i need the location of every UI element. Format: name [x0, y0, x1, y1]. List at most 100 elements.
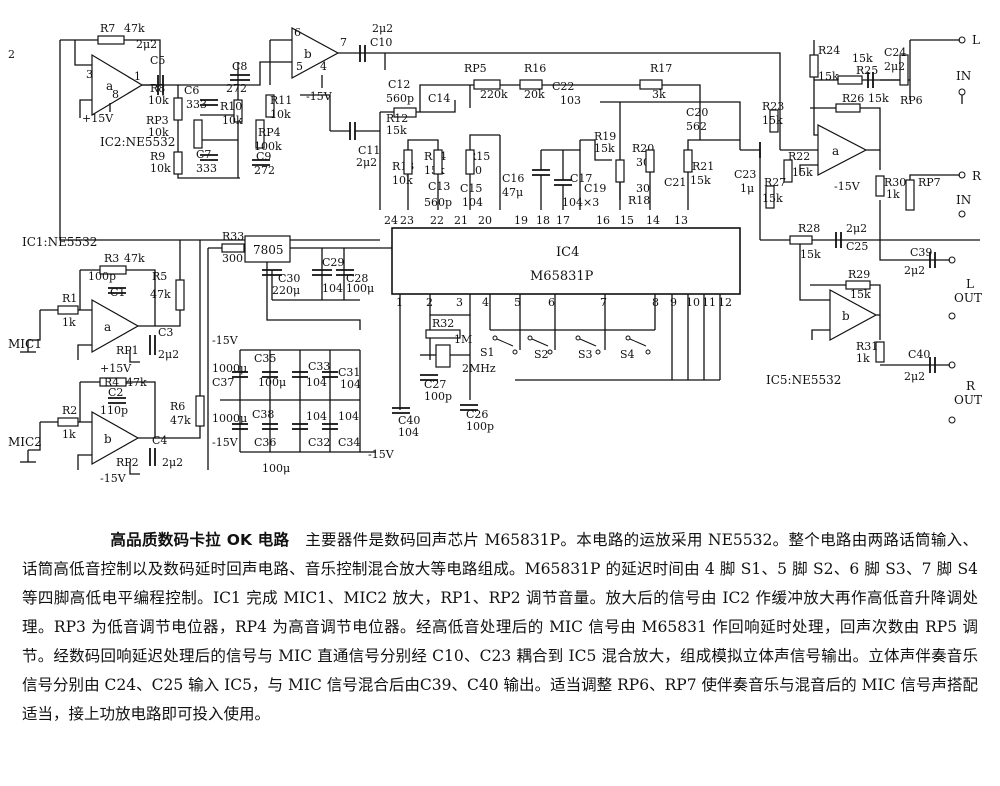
svg-text:2MHz: 2MHz — [462, 362, 496, 375]
svg-text:100μ: 100μ — [262, 462, 290, 475]
svg-text:1μ: 1μ — [740, 182, 754, 195]
dip-switch-s1[interactable]: S1 — [480, 335, 518, 359]
ic1-op-amp-a: a — [91, 298, 140, 354]
svg-text:2μ2: 2μ2 — [356, 156, 377, 169]
ic2a-unit-label: a — [106, 79, 113, 93]
svg-text:C26: C26 — [466, 408, 488, 421]
svg-text:C9: C9 — [256, 150, 271, 163]
svg-text:C39: C39 — [910, 246, 932, 259]
resistor-r10 — [233, 99, 243, 123]
svg-text:6: 6 — [294, 26, 301, 39]
svg-text:24: 24 — [384, 214, 398, 227]
svg-text:15k: 15k — [386, 124, 407, 137]
dip-switch-s3[interactable]: S3 — [575, 335, 601, 361]
svg-text:1k: 1k — [886, 188, 900, 201]
svg-text:C24: C24 — [884, 46, 906, 59]
svg-text:RP4: RP4 — [258, 126, 281, 139]
svg-text:R9: R9 — [150, 150, 165, 163]
svg-text:+15V: +15V — [82, 112, 114, 125]
svg-text:C23: C23 — [734, 168, 756, 181]
svg-text:C8: C8 — [232, 60, 247, 73]
svg-text:47k: 47k — [126, 376, 147, 389]
svg-text:6: 6 — [548, 296, 555, 309]
svg-text:R22: R22 — [788, 150, 810, 163]
svg-text:272: 272 — [254, 164, 275, 177]
svg-text:R27: R27 — [764, 176, 786, 189]
svg-text:2μ2: 2μ2 — [884, 60, 905, 73]
svg-text:1: 1 — [134, 70, 141, 83]
svg-text:RP7: RP7 — [918, 176, 941, 189]
svg-text:3: 3 — [456, 296, 463, 309]
r-input-terminal[interactable]: R IN — [956, 169, 982, 218]
svg-text:17: 17 — [556, 214, 570, 227]
svg-text:47k: 47k — [124, 252, 145, 265]
ic2b-unit-label: b — [304, 47, 312, 61]
svg-text:L: L — [966, 277, 974, 291]
mic1-input-port[interactable]: MIC1 — [8, 337, 42, 353]
svg-text:C6: C6 — [184, 84, 199, 97]
svg-text:20k: 20k — [524, 88, 545, 101]
svg-text:OUT: OUT — [954, 393, 982, 407]
svg-text:100μ: 100μ — [258, 376, 286, 389]
svg-text:19: 19 — [514, 214, 528, 227]
l-input-terminal[interactable]: L IN — [956, 33, 980, 104]
dip-switch-s4[interactable]: S4 — [620, 335, 651, 361]
circuit-title: 高品质数码卡拉 OK 电路 — [110, 531, 290, 549]
l-output-terminal[interactable]: L OUT — [948, 256, 982, 320]
svg-text:R18: R18 — [628, 194, 650, 207]
svg-text:15k: 15k — [690, 174, 711, 187]
svg-text:21: 21 — [454, 214, 468, 227]
svg-text:C16: C16 — [502, 172, 524, 185]
svg-text:R16: R16 — [524, 62, 546, 75]
svg-text:15: 15 — [620, 214, 634, 227]
svg-text:b: b — [842, 309, 850, 323]
svg-text:1000μ: 1000μ — [212, 362, 247, 375]
svg-text:R8: R8 — [150, 82, 165, 95]
svg-text:300: 300 — [222, 252, 243, 265]
svg-text:RP2: RP2 — [116, 456, 139, 469]
svg-text:b: b — [104, 432, 112, 446]
svg-text:2μ2: 2μ2 — [136, 38, 157, 51]
svg-text:R1: R1 — [62, 292, 77, 305]
svg-text:R29: R29 — [848, 268, 870, 281]
svg-text:100p: 100p — [88, 270, 116, 283]
dip-switch-s2[interactable]: S2 — [527, 335, 553, 361]
ic4-part-number: M65831P — [530, 269, 594, 284]
svg-text:RP6: RP6 — [900, 94, 923, 107]
svg-text:10k: 10k — [270, 108, 291, 121]
mic2-input-port[interactable]: MIC2 — [8, 435, 42, 463]
svg-text:15k: 15k — [792, 166, 813, 179]
svg-text:104: 104 — [340, 378, 361, 391]
svg-text:-15V: -15V — [212, 436, 239, 449]
svg-text:-15V: -15V — [306, 90, 333, 103]
svg-text:C11: C11 — [358, 144, 380, 157]
r-output-terminal[interactable]: R OUT — [948, 361, 982, 424]
svg-text:R4: R4 — [104, 376, 119, 389]
svg-text:C14: C14 — [428, 92, 450, 105]
svg-text:C33: C33 — [308, 360, 330, 373]
potentiometer-rp3 — [193, 119, 203, 149]
svg-text:RP1: RP1 — [116, 344, 139, 357]
svg-text:15k: 15k — [868, 92, 889, 105]
svg-text:C27: C27 — [424, 378, 446, 391]
svg-text:100k: 100k — [254, 140, 282, 153]
svg-text:C35: C35 — [254, 352, 276, 365]
svg-text:C29: C29 — [322, 256, 344, 269]
svg-text:C2: C2 — [108, 386, 123, 399]
svg-text:110p: 110p — [100, 404, 128, 417]
resistor-r7 — [97, 35, 125, 45]
svg-text:15k: 15k — [762, 114, 783, 127]
svg-text:15k: 15k — [850, 288, 871, 301]
regulator-label: 7805 — [253, 243, 284, 257]
ic2-op-amp-b: b — [291, 26, 340, 80]
svg-text:R30: R30 — [884, 176, 906, 189]
svg-text:7: 7 — [600, 296, 607, 309]
svg-text:a: a — [104, 320, 111, 334]
svg-text:104: 104 — [462, 196, 483, 209]
svg-text:2μ2: 2μ2 — [846, 222, 867, 235]
svg-text:220k: 220k — [480, 88, 508, 101]
svg-text:L: L — [972, 33, 980, 47]
ic4-m65831p-chip: IC4 M65831P — [391, 227, 741, 295]
svg-text:15k: 15k — [594, 142, 615, 155]
svg-text:12: 12 — [718, 296, 732, 309]
